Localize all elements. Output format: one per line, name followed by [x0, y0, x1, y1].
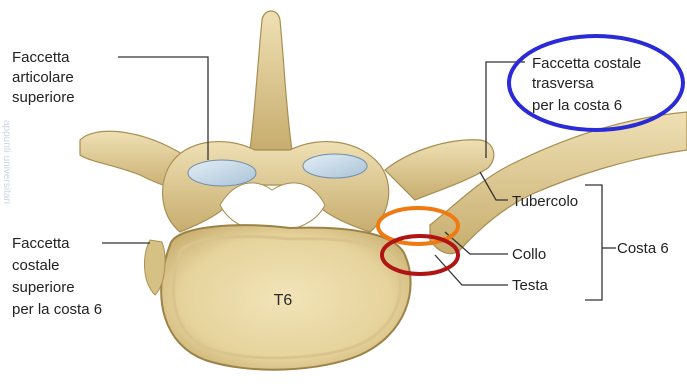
- label-transverse-2: trasversa: [532, 75, 594, 92]
- watermark-left: appunti universitari: [1, 120, 12, 204]
- leader-transverse: [486, 62, 525, 158]
- label-sup-costal-3: superiore: [12, 279, 75, 296]
- right-superior-facet: [303, 154, 367, 178]
- spinous-process: [250, 11, 292, 150]
- label-sup-facet-2: articolare: [12, 69, 74, 86]
- label-neck: Collo: [512, 246, 546, 263]
- label-transverse-3: per la costa 6: [532, 97, 622, 114]
- vertebra-label: T6: [274, 292, 293, 309]
- label-sup-costal-4: per la costa 6: [12, 301, 102, 318]
- label-rib: Costa 6: [617, 240, 669, 257]
- label-head: Testa: [512, 277, 549, 294]
- label-sup-facet-1: Faccetta: [12, 49, 70, 66]
- label-tubercle: Tubercolo: [512, 193, 578, 210]
- rib-shape: [430, 112, 687, 254]
- label-sup-costal-1: Faccetta: [12, 235, 70, 252]
- left-superior-facet: [188, 160, 256, 186]
- label-transverse-1: Faccetta costale: [532, 55, 641, 72]
- label-sup-facet-3: superiore: [12, 89, 75, 106]
- rib-bracket: [585, 185, 602, 300]
- label-sup-costal-2: costale: [12, 257, 60, 274]
